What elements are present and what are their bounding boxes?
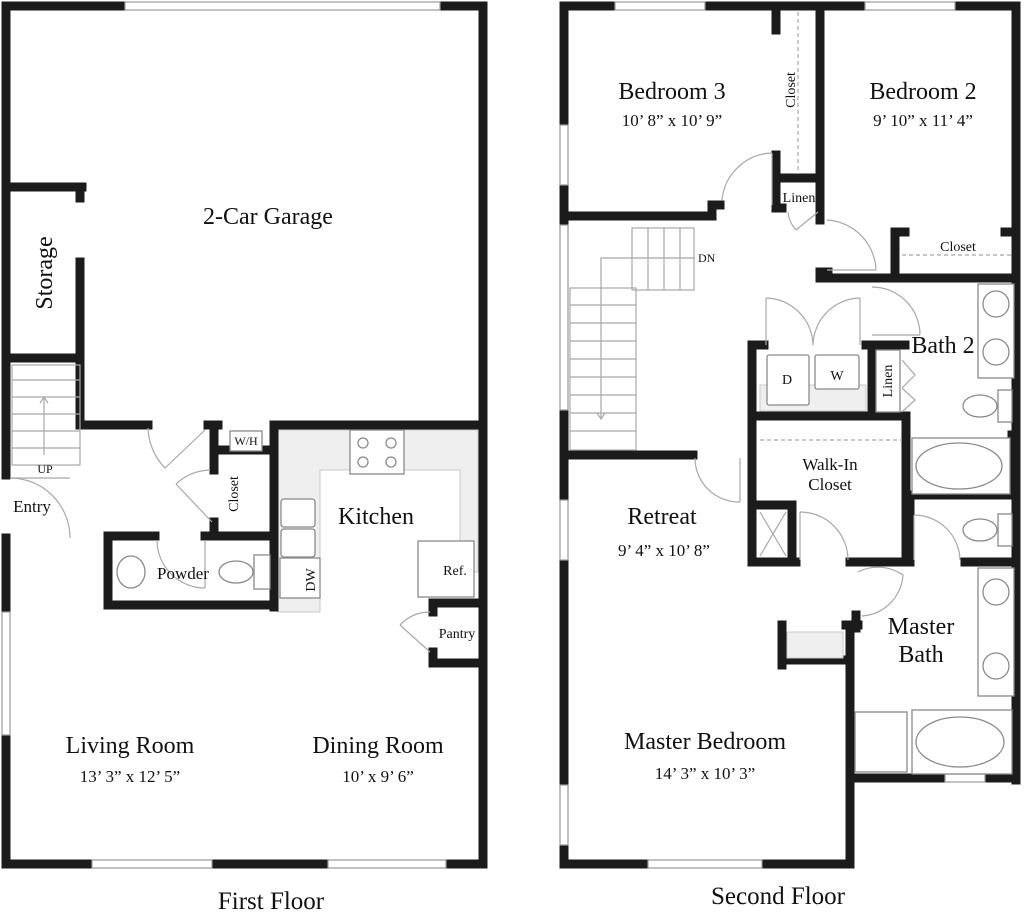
kitchen-sink	[280, 498, 316, 558]
dishwasher	[279, 557, 321, 599]
stairs-down	[569, 227, 695, 451]
walk-in-closet-label-1: Walk-In	[802, 455, 858, 474]
closet-label: Closet	[227, 476, 242, 512]
second-floor-caption: Second Floor	[711, 883, 846, 910]
second-floor-plan: Bedroom 3 10’ 8” x 10’ 9” Bedroom 2 9’ 1…	[559, 1, 1021, 910]
master-shelf	[786, 631, 844, 659]
window	[864, 1, 956, 11]
living-room-label: Living Room	[66, 733, 195, 759]
master-bath-label-2: Bath	[898, 642, 943, 668]
pantry-label: Pantry	[439, 627, 476, 642]
bath2-toilet	[962, 389, 1013, 423]
washer-label: W	[830, 369, 844, 384]
retreat-size: 9’ 4” x 10’ 8”	[618, 541, 710, 560]
garage-door[interactable]	[124, 1, 441, 11]
bath2-tub	[911, 437, 1011, 495]
dining-room-size: 10’ x 9’ 6”	[342, 767, 414, 786]
kitchen-label: Kitchen	[338, 504, 414, 530]
storage-label: Storage	[32, 236, 58, 309]
doors	[694, 152, 961, 617]
master-sinks	[977, 567, 1015, 697]
linen-cabinet	[875, 349, 901, 413]
linen-label: Linen	[783, 191, 816, 206]
closet-shelves	[760, 12, 1012, 441]
water-heater-label: W/H	[234, 434, 258, 448]
washer	[814, 354, 860, 390]
master-toilet	[962, 513, 1013, 547]
dining-room-label: Dining Room	[312, 733, 444, 759]
dishwasher-label: DW	[304, 568, 319, 592]
dryer-label: D	[782, 373, 792, 388]
master-tub	[911, 709, 1013, 775]
stairs-down-label: DN	[698, 251, 716, 265]
master-bath-label-1: Master	[888, 614, 955, 640]
window	[614, 1, 706, 11]
garage-label: 2-Car Garage	[203, 204, 333, 230]
water-heater	[229, 430, 263, 452]
bedroom2-label: Bedroom 2	[869, 79, 976, 105]
first-floor-plan: 2-Car Garage Storage UP Entry W/H Closet…	[1, 1, 488, 915]
bath-linen-label: Linen	[881, 365, 896, 398]
retreat-closet-x	[759, 511, 787, 557]
master-shower	[854, 711, 908, 773]
doors	[9, 427, 431, 653]
window	[327, 859, 447, 869]
stairs-up	[11, 364, 81, 466]
bath2-sinks	[977, 283, 1015, 379]
stairs-up-label: UP	[37, 462, 53, 476]
window	[559, 124, 569, 186]
bedroom2-closet-label: Closet	[940, 240, 976, 255]
cooktop	[349, 429, 405, 475]
refrigerator-label: Ref.	[443, 564, 467, 579]
powder-toilet	[218, 554, 271, 590]
first-floor-walls	[1, 1, 488, 869]
bedroom3-label: Bedroom 3	[618, 79, 725, 105]
bedroom3-closet-label: Closet	[784, 72, 799, 108]
second-floor-walls	[559, 1, 1021, 869]
refrigerator	[417, 540, 475, 598]
bedroom3-size: 10’ 8” x 10’ 9”	[622, 111, 722, 130]
window	[91, 859, 213, 869]
entry-label: Entry	[13, 497, 51, 516]
retreat-label: Retreat	[627, 504, 697, 530]
bedroom2-size: 9’ 10” x 11’ 4”	[873, 111, 973, 130]
master-bedroom-size: 14’ 3” x 10’ 3”	[655, 764, 755, 783]
first-floor-caption: First Floor	[218, 888, 325, 915]
powder-sink	[116, 555, 146, 589]
bath2-label: Bath 2	[911, 333, 974, 359]
window	[559, 784, 569, 846]
window	[944, 773, 986, 783]
window	[559, 499, 569, 561]
window	[559, 224, 569, 411]
window	[647, 859, 763, 869]
window	[1, 611, 11, 736]
dryer	[766, 354, 810, 406]
walk-in-closet-label-2: Closet	[808, 475, 852, 494]
powder-label: Powder	[157, 564, 209, 583]
living-room-size: 13’ 3” x 12’ 5”	[80, 767, 180, 786]
master-bedroom-label: Master Bedroom	[624, 729, 786, 755]
